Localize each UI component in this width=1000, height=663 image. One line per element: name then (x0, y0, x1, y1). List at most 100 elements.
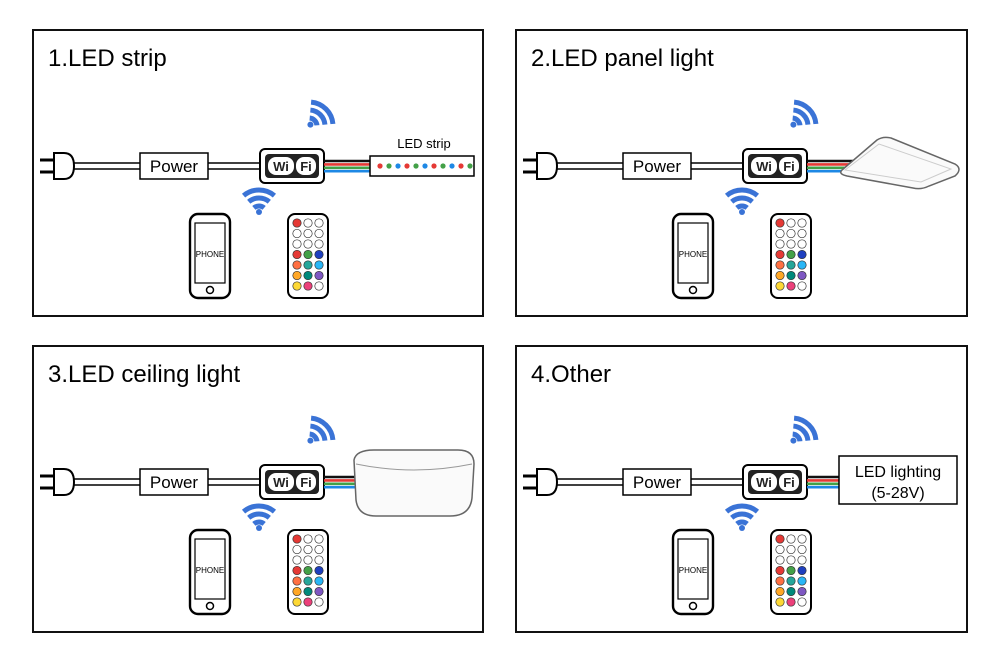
remote-button (786, 281, 796, 291)
controller-wi-text: Wi (273, 475, 289, 490)
remote-button (775, 576, 785, 586)
power-box (622, 152, 692, 180)
power-label: Power (633, 157, 682, 176)
remote-button (775, 260, 785, 270)
remote-button (775, 597, 785, 607)
remote-button (786, 239, 796, 249)
controller-wi-text: Wi (273, 159, 289, 174)
controller-wi-pill (751, 157, 777, 175)
power-label: Power (150, 473, 199, 492)
led-dot (422, 163, 428, 169)
wifi-controller: Wi Fi (259, 148, 325, 184)
remote-button (797, 544, 807, 555)
phone-screen (194, 222, 226, 284)
wifi-dot (790, 437, 797, 444)
phone-home-button (688, 285, 698, 295)
wifi-arc (792, 431, 803, 442)
remote-button (292, 239, 302, 249)
wifi-arc (793, 99, 819, 125)
phone-icon: PHONE (188, 212, 232, 300)
remote-button (786, 555, 796, 565)
remote-button (797, 586, 807, 597)
remote-button (314, 544, 324, 555)
remote-button (292, 586, 302, 597)
remote-button (314, 260, 324, 270)
controller-fi-pill (779, 473, 799, 491)
wifi-arc (793, 415, 819, 441)
remote-button (775, 534, 785, 544)
phone-screen (677, 538, 709, 600)
wifi-arc (247, 195, 271, 204)
remote-button (797, 228, 807, 239)
wifi-arc (730, 511, 754, 520)
remote-button (775, 218, 785, 228)
led-dot (377, 163, 383, 169)
controller-fi-text: Fi (300, 159, 312, 174)
remote-button (786, 576, 796, 586)
wifi-arc (309, 115, 320, 126)
remote-button (303, 576, 313, 586)
led-strip-label: LED strip (397, 136, 450, 151)
ceiling-edge (355, 463, 473, 471)
remote-button (797, 260, 807, 270)
wifi-arc (792, 115, 803, 126)
remote-button (797, 565, 807, 576)
remote-button (775, 281, 785, 291)
wifi-arc (792, 423, 811, 442)
remote-button (292, 281, 302, 291)
wifi-signal-icon (724, 187, 760, 215)
remote-button (292, 249, 302, 260)
remote-button (303, 218, 313, 228)
led-dot (431, 163, 437, 169)
led-dot (467, 163, 473, 169)
wifi-arc (724, 187, 760, 198)
wifi-arc (310, 99, 336, 125)
remote-button (292, 597, 302, 607)
remote-button (775, 249, 785, 260)
led-lighting-box (838, 455, 958, 505)
wifi-dot (307, 121, 314, 128)
remote-button (292, 534, 302, 544)
power-box (139, 468, 209, 496)
power-box (622, 468, 692, 496)
wifi-dot (256, 525, 262, 531)
phone-icon: PHONE (188, 528, 232, 616)
remote-button (314, 239, 324, 249)
led-ceiling-light (353, 449, 475, 517)
led-panel-light (840, 136, 960, 190)
remote-button (303, 597, 313, 607)
remote-button (314, 534, 324, 544)
wifi-signal-icon (307, 415, 336, 444)
remote-button (786, 534, 796, 544)
wifi-signal-icon (307, 99, 336, 128)
wifi-arc (241, 187, 277, 198)
remote-button (797, 249, 807, 260)
remote-button (797, 597, 807, 607)
remote-button (314, 597, 324, 607)
plug-body (53, 152, 76, 180)
remote-button (775, 586, 785, 597)
phone-label: PHONE (679, 250, 707, 259)
wifi-signal-icon (241, 503, 277, 531)
controller-wi-pill (268, 157, 294, 175)
plug-body (536, 152, 559, 180)
remote-button (797, 555, 807, 565)
controller-fi-text: Fi (783, 475, 795, 490)
wifi-arc (792, 107, 811, 126)
controller-fi-text: Fi (783, 159, 795, 174)
remote-button (775, 270, 785, 281)
led-dot (449, 163, 455, 169)
remote-button (775, 544, 785, 555)
controller-wi-pill (268, 473, 294, 491)
remote-button (786, 249, 796, 260)
rgb-ribbon (324, 159, 370, 173)
wifi-arc (309, 107, 328, 126)
led-panel-edge (843, 143, 953, 183)
remote-button (292, 270, 302, 281)
remote-control-icon (287, 529, 329, 615)
